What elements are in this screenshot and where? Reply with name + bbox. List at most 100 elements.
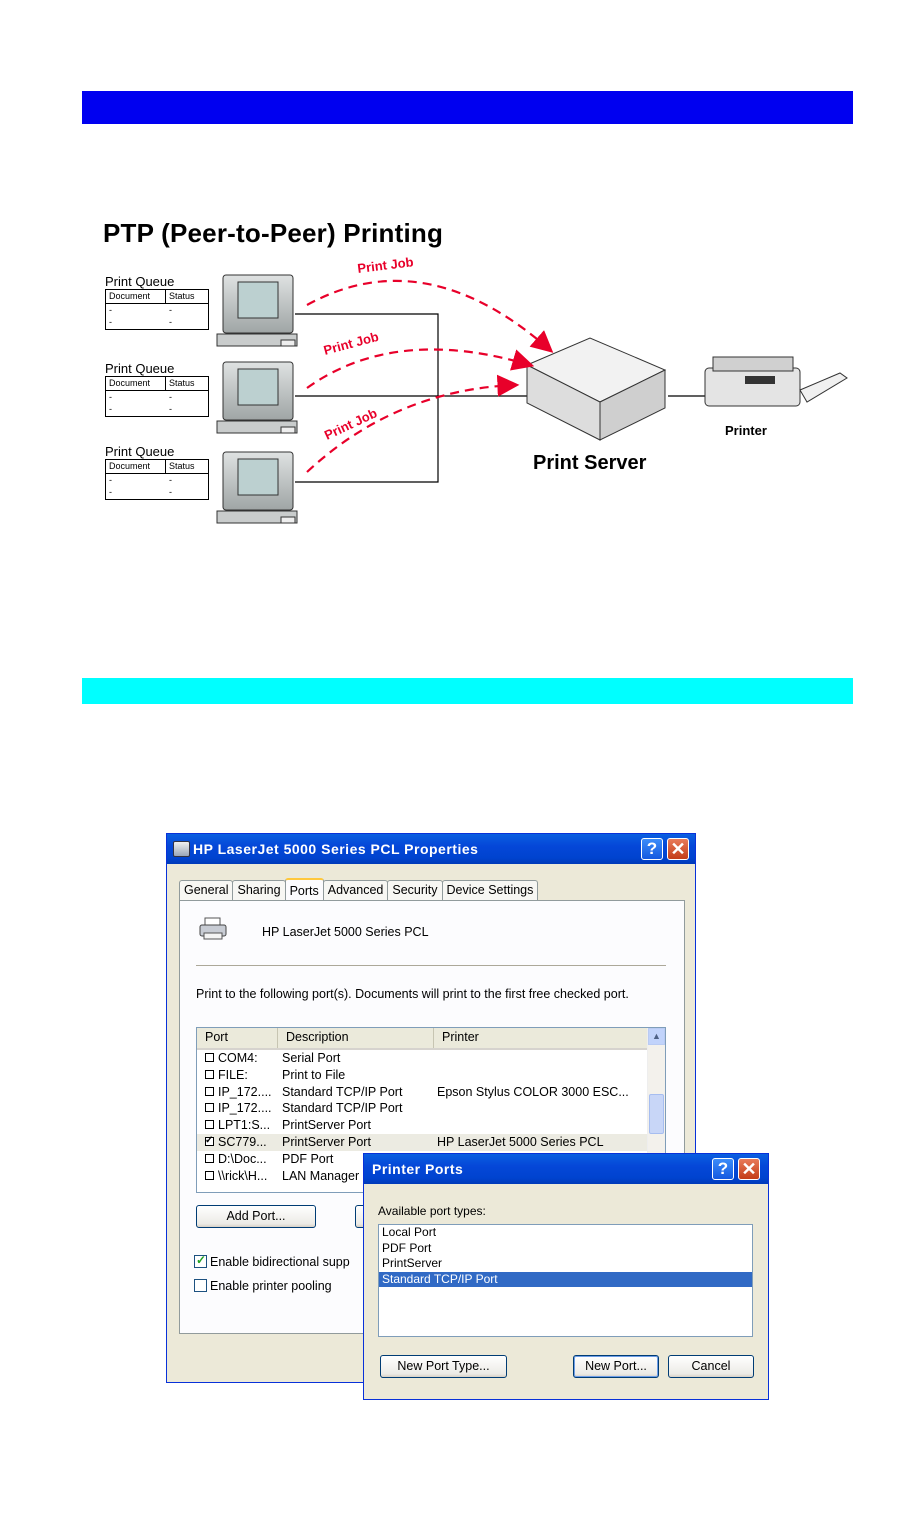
- port-checkbox[interactable]: [205, 1053, 214, 1062]
- port-description-cell: Standard TCP/IP Port: [282, 1101, 403, 1116]
- port-port-cell: COM4:: [218, 1051, 258, 1065]
- computer-icon-2: [216, 361, 298, 434]
- port-checkbox[interactable]: [205, 1133, 214, 1150]
- available-port-types-label: Available port types:: [378, 1204, 486, 1218]
- table-row[interactable]: \\rick\H...LAN Manager: [197, 1168, 665, 1185]
- printer-label: Printer: [725, 423, 767, 438]
- table-row[interactable]: FILE: Print to File: [197, 1067, 665, 1084]
- dialog-title: Printer Ports: [372, 1161, 464, 1177]
- port-description-cell: PrintServer Port: [282, 1118, 371, 1133]
- port-printer-cell: [437, 1117, 637, 1134]
- column-header-port[interactable]: Port: [197, 1028, 278, 1048]
- table-row[interactable]: D:\Doc... PDF Port: [197, 1151, 665, 1168]
- port-port-cell: LPT1:S...: [218, 1118, 271, 1133]
- port-list-scrollbar[interactable]: ▲: [647, 1028, 665, 1192]
- table-row[interactable]: IP_172.... Standard TCP/IP Port: [197, 1100, 665, 1117]
- port-port-cell: IP_172....: [218, 1084, 272, 1099]
- print-job-arrows: [306, 279, 554, 473]
- print-job-label: Print Job: [357, 254, 415, 276]
- list-item[interactable]: PrintServer: [382, 1256, 443, 1270]
- scroll-thumb[interactable]: [649, 1094, 664, 1134]
- port-checkbox[interactable]: [205, 1086, 214, 1096]
- port-printer-cell: Epson Stylus COLOR 3000 ESC...: [437, 1084, 629, 1099]
- printer-icon: [199, 917, 227, 940]
- table-row[interactable]: SC779... PrintServer Port HP LaserJet 5000…: [197, 1133, 665, 1151]
- port-port-cell: FILE:: [218, 1067, 248, 1082]
- port-checkbox[interactable]: [205, 1170, 214, 1180]
- computer-icon-3: [216, 451, 298, 524]
- port-printer-cell: HP LaserJet 5000 Series PCL: [437, 1134, 604, 1149]
- help-button[interactable]: ?: [641, 838, 663, 860]
- port-port-cell: SC779...: [218, 1134, 267, 1149]
- ptp-printing-diagram: PTP (Peer-to-Peer) Printing: [95, 210, 855, 540]
- port-checkbox[interactable]: [205, 1103, 214, 1113]
- port-description-cell: Standard TCP/IP Port: [282, 1084, 403, 1099]
- print-server-icon: [525, 337, 667, 441]
- port-checkbox[interactable]: [205, 1069, 214, 1079]
- bidirectional-checkbox[interactable]: Enable bidirectional supp: [194, 1253, 350, 1269]
- port-description-cell: Print to File: [282, 1067, 346, 1082]
- header-bar: [82, 91, 853, 124]
- port-port-cell: IP_172....: [218, 1101, 272, 1116]
- help-button[interactable]: ?: [712, 1158, 734, 1180]
- list-item[interactable]: Standard TCP/IP Port: [379, 1271, 752, 1287]
- column-header-printer[interactable]: Printer: [442, 1030, 479, 1044]
- tab-general[interactable]: General: [179, 880, 234, 900]
- tab-ports[interactable]: Ports: [284, 878, 324, 901]
- checkbox-icon[interactable]: [194, 1279, 207, 1292]
- tab-device-settings[interactable]: Device Settings: [441, 880, 539, 900]
- port-checkbox[interactable]: [205, 1120, 214, 1130]
- list-item[interactable]: PDF Port: [382, 1240, 432, 1255]
- print-job-label: Print Job: [322, 329, 380, 358]
- table-row[interactable]: COM4: Serial Port: [197, 1050, 665, 1067]
- port-printer-cell: [437, 1050, 637, 1067]
- ports-description: Print to the following port(s). Document…: [196, 987, 629, 1001]
- list-item[interactable]: Local Port: [382, 1225, 437, 1239]
- print-server-label: Print Server: [533, 452, 647, 474]
- port-checkbox[interactable]: [205, 1153, 214, 1163]
- port-type-list[interactable]: Local Port PDF Port PrintServer Standard…: [378, 1224, 753, 1337]
- diagram-title: PTP (Peer-to-Peer) Printing: [103, 218, 444, 248]
- printer-app-icon: [173, 841, 190, 857]
- close-button[interactable]: ✕: [738, 1158, 760, 1180]
- new-port-button[interactable]: New Port...: [573, 1355, 659, 1378]
- port-description-cell: PDF Port: [282, 1151, 334, 1166]
- title-bar[interactable]: HP LaserJet 5000 Series PCL Properties ?…: [167, 834, 695, 864]
- new-port-type-button[interactable]: New Port Type...: [380, 1355, 507, 1378]
- pooling-checkbox[interactable]: Enable printer pooling: [194, 1279, 332, 1293]
- port-printer-cell: [437, 1100, 637, 1117]
- dialog-title: HP LaserJet 5000 Series PCL Properties: [193, 841, 479, 857]
- cancel-button[interactable]: Cancel: [668, 1355, 754, 1378]
- column-header-description[interactable]: Description: [278, 1028, 434, 1048]
- separator: [196, 965, 666, 966]
- port-port-cell: \\rick\H...: [218, 1168, 268, 1183]
- scroll-up-icon[interactable]: ▲: [648, 1028, 665, 1045]
- diagram-graphics: Print Job Print Job Print Job: [216, 254, 848, 524]
- tab-sharing[interactable]: Sharing: [232, 880, 286, 900]
- add-port-button[interactable]: Add Port...: [196, 1205, 316, 1228]
- port-description-cell: PrintServer Port: [282, 1134, 371, 1149]
- tab-advanced[interactable]: Advanced: [322, 880, 389, 900]
- computer-icon-1: [216, 274, 298, 347]
- printer-name: HP LaserJet 5000 Series PCL: [262, 925, 429, 939]
- printer-icon: [704, 356, 848, 407]
- printer-ports-dialog: Printer Ports ? ✕ Available port types: …: [363, 1153, 769, 1400]
- tab-security[interactable]: Security: [387, 880, 443, 900]
- checkbox-icon[interactable]: [194, 1253, 207, 1268]
- port-description-cell: Serial Port: [282, 1051, 341, 1065]
- title-bar[interactable]: Printer Ports ? ✕: [364, 1154, 768, 1184]
- section-bar: [82, 678, 853, 704]
- port-list-header: Port Description Printer: [197, 1028, 665, 1050]
- close-button[interactable]: ✕: [667, 838, 689, 860]
- port-port-cell: D:\Doc...: [218, 1151, 267, 1166]
- table-row[interactable]: LPT1:S... PrintServer Port: [197, 1117, 665, 1134]
- table-row[interactable]: IP_172.... Standard TCP/IP Port Epson Styl…: [197, 1084, 665, 1101]
